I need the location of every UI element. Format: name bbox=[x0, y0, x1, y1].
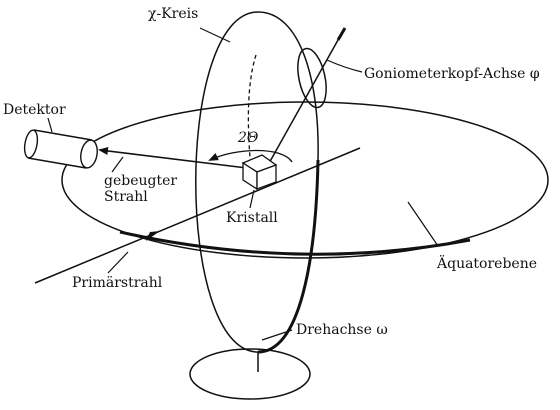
crystal-cube bbox=[241, 154, 278, 191]
chi-circle-left-half bbox=[195, 11, 259, 353]
chi-circle-leader bbox=[199, 27, 231, 43]
chi-circle-right-upper bbox=[257, 11, 319, 161]
rotation-axis-label: Drehachse ω bbox=[296, 322, 388, 338]
primary-beam-arrowhead bbox=[146, 231, 160, 241]
detector-cylinder bbox=[23, 129, 98, 169]
diffracted-beam-line bbox=[98, 147, 256, 170]
detector-leader bbox=[47, 117, 53, 133]
two-theta-label: 2Θ bbox=[237, 130, 259, 146]
goniometer-axis-label: Goniometerkopf-Achse φ bbox=[364, 66, 540, 82]
equatorial-plane-leader bbox=[407, 201, 439, 247]
equatorial-plane-ellipse bbox=[61, 101, 549, 259]
rotation-axis-base bbox=[189, 348, 311, 400]
goniometer-leader bbox=[326, 59, 363, 73]
crystal-leader bbox=[249, 189, 255, 209]
primary-beam-line bbox=[34, 147, 361, 284]
diffracted-beam-label-1: gebeugter bbox=[104, 173, 177, 189]
rotation-axis-leader bbox=[261, 329, 293, 341]
diffracted-beam-label-2: Strahl bbox=[104, 189, 148, 205]
goniometer-axis-line bbox=[267, 39, 339, 166]
primary-beam-leader bbox=[107, 251, 129, 274]
crystal-label: Kristall bbox=[226, 210, 278, 226]
chi-circle-label: χ-Kreis bbox=[148, 6, 198, 22]
goniometer-axis-line-top bbox=[336, 27, 347, 41]
diffracted-beam-leader bbox=[111, 156, 124, 173]
goniometer-head bbox=[297, 47, 327, 109]
two-theta-arc bbox=[208, 149, 293, 163]
primary-beam-label: Primärstrahl bbox=[72, 275, 163, 291]
equatorial-plane-front-arc bbox=[119, 230, 471, 256]
equatorial-plane-label: Äquatorebene bbox=[436, 254, 537, 272]
detector-label: Detektor bbox=[3, 102, 66, 118]
chi-circle-right-lower bbox=[257, 159, 320, 354]
